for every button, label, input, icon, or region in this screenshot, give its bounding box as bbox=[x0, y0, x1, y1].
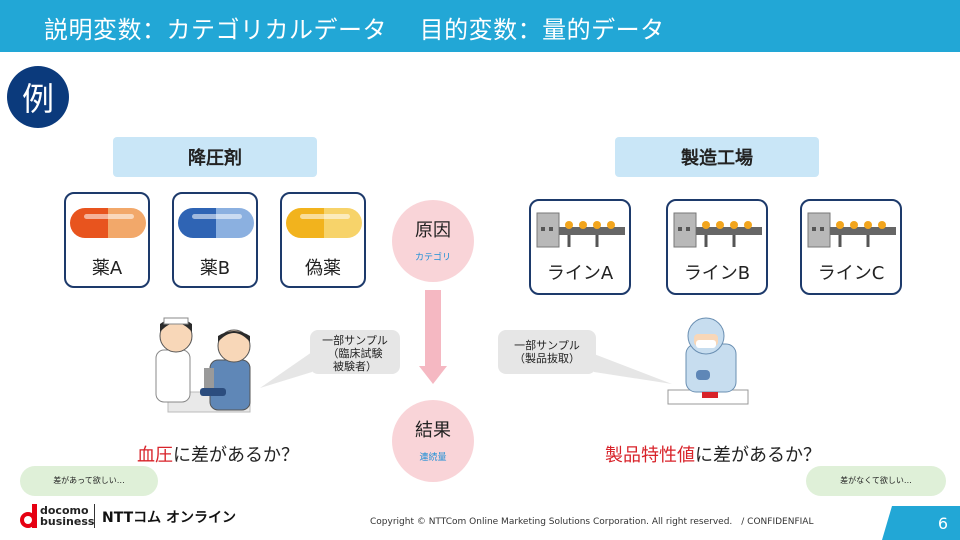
question-left: 血圧に差があるか？ bbox=[137, 441, 299, 467]
question-text: に差があるか？ bbox=[173, 445, 299, 466]
line-label: ラインB bbox=[683, 263, 751, 284]
product-inspection-illustration bbox=[667, 317, 749, 405]
line-card-b: ラインB bbox=[666, 199, 768, 295]
page-number: 6 bbox=[882, 506, 960, 540]
capsule-icon bbox=[286, 208, 362, 238]
result-title: 結果 bbox=[415, 420, 451, 441]
bubble-line: 一部サンプル bbox=[514, 339, 580, 352]
sample-bubble-right: 一部サンプル （製品抜取） bbox=[498, 330, 596, 374]
drug-label: 薬A bbox=[91, 258, 123, 279]
conveyor-icon bbox=[807, 212, 896, 248]
down-arrow bbox=[425, 290, 441, 368]
section-label-antihypertensive: 降圧剤 bbox=[113, 137, 317, 177]
bubble-line: 一部サンプル bbox=[322, 334, 388, 347]
cause-title: 原因 bbox=[415, 220, 451, 241]
title-bar: 説明変数：カテゴリカルデータ 目的変数：量的データ bbox=[0, 0, 960, 52]
logo-text-top: docomo bbox=[40, 504, 89, 517]
logo-text-bottom: business bbox=[40, 515, 95, 528]
line-card-c: ラインC bbox=[800, 199, 902, 295]
drug-card-a: 薬A bbox=[64, 192, 150, 288]
section-label-factory: 製造工場 bbox=[615, 137, 819, 177]
docomo-d-icon bbox=[20, 504, 37, 528]
result-circle: 結果 連続量 bbox=[392, 400, 474, 482]
line-label: ラインA bbox=[546, 263, 614, 284]
drug-card-b: 薬B bbox=[172, 192, 258, 288]
capsule-icon bbox=[178, 208, 254, 238]
question-text: に差があるか？ bbox=[695, 445, 821, 466]
capsule-icon bbox=[70, 208, 146, 238]
down-arrow-head bbox=[419, 366, 447, 384]
drug-label: 偽薬 bbox=[305, 258, 341, 279]
drug-card-placebo: 偽薬 bbox=[280, 192, 366, 288]
copyright: Copyright © NTTCom Online Marketing Solu… bbox=[370, 517, 814, 527]
drug-label: 薬B bbox=[199, 258, 231, 279]
bubble-tail-left bbox=[260, 352, 312, 388]
conveyor-icon bbox=[536, 212, 625, 248]
line-card-a: ラインA bbox=[529, 199, 631, 295]
question-highlight: 血圧 bbox=[137, 445, 173, 466]
question-right: 製品特性値に差があるか？ bbox=[605, 441, 821, 467]
bubble-line: 被験者） bbox=[333, 360, 377, 373]
clinical-trial-illustration bbox=[155, 317, 251, 413]
cloud-left: 差があって欲しい… bbox=[20, 466, 158, 496]
cause-subtitle: カテゴリ bbox=[414, 253, 451, 263]
line-label: ラインC bbox=[817, 263, 885, 284]
question-highlight: 製品特性値 bbox=[605, 445, 695, 466]
example-badge: 例 bbox=[7, 66, 69, 128]
cloud-right: 差がなくて欲しい… bbox=[806, 466, 946, 496]
logo-brand: NTTコム オンライン bbox=[102, 510, 237, 526]
conveyor-icon bbox=[673, 212, 762, 248]
bubble-tail-right bbox=[594, 354, 672, 384]
bubble-line: （臨床試験 bbox=[327, 347, 383, 360]
bubble-line: （製品抜取） bbox=[514, 352, 580, 365]
cause-circle: 原因 カテゴリ bbox=[392, 200, 474, 282]
result-subtitle: 連続量 bbox=[419, 453, 447, 463]
slide-title: 説明変数：カテゴリカルデータ 目的変数：量的データ bbox=[44, 16, 665, 44]
sample-bubble-left: 一部サンプル （臨床試験 被験者） bbox=[310, 330, 400, 374]
